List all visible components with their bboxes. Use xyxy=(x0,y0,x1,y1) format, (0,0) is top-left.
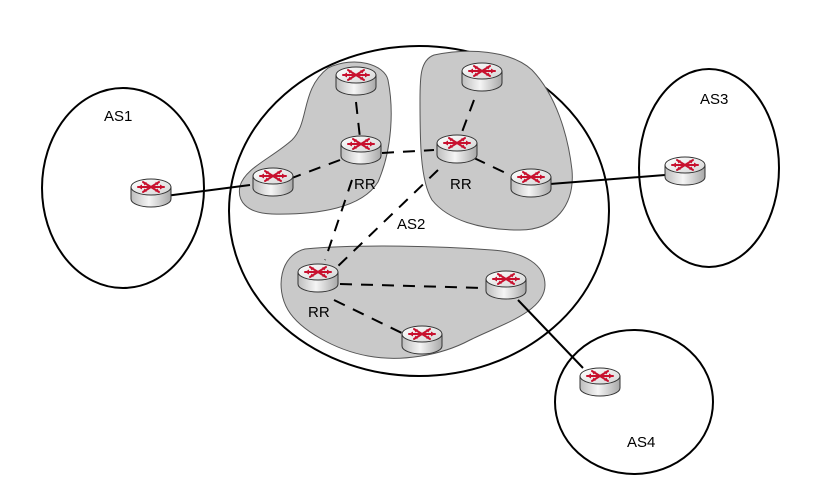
ibgp-link xyxy=(461,99,475,133)
route-reflector-router-icon xyxy=(340,135,382,165)
rr-label-top-left: RR xyxy=(354,176,376,193)
router-icon xyxy=(485,270,527,300)
router-icon xyxy=(335,66,377,96)
cluster-bottom xyxy=(280,245,546,359)
ebgp-link-as4 xyxy=(517,299,584,369)
ibgp-link xyxy=(339,283,485,289)
as2-label: AS2 xyxy=(397,216,425,233)
router-icon xyxy=(401,325,443,355)
router-icon xyxy=(664,156,706,186)
router-icon xyxy=(252,167,294,197)
rr-label-bottom: RR xyxy=(308,304,330,321)
ibgp-link xyxy=(335,169,439,269)
route-reflector-router-icon xyxy=(436,134,478,164)
as1-ellipse xyxy=(41,87,205,289)
rr-label-top-right: RR xyxy=(450,176,472,193)
as4-ellipse xyxy=(554,329,714,475)
router-icon xyxy=(510,168,552,198)
router-icon xyxy=(461,62,503,92)
router-icon xyxy=(579,367,621,397)
ibgp-link xyxy=(473,157,513,177)
as1-label: AS1 xyxy=(104,108,132,125)
ibgp-link xyxy=(324,179,353,261)
as3-ellipse xyxy=(638,68,780,268)
as4-label: AS4 xyxy=(627,434,655,451)
router-icon xyxy=(130,178,172,208)
ebgp-link-as3 xyxy=(549,174,666,185)
route-reflector-router-icon xyxy=(297,263,339,293)
ibgp-link xyxy=(381,149,435,154)
ibgp-link xyxy=(291,159,341,179)
ibgp-link xyxy=(333,299,409,337)
as3-label: AS3 xyxy=(700,91,728,108)
ibgp-link xyxy=(355,101,361,139)
